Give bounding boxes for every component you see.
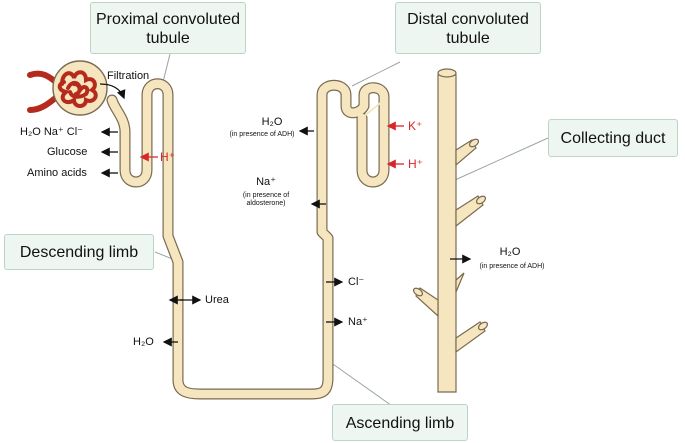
secretion-arrows: [139, 121, 404, 169]
transport-arrows: [100, 126, 472, 347]
label-amino-acids: Amino acids: [27, 167, 87, 179]
callout-distal-tubule: Distal convoluted tubule: [395, 2, 541, 54]
collecting-duct: [412, 68, 489, 393]
label-aldosterone-1: (in presence of: [242, 192, 290, 199]
label-k-plus: K⁺: [408, 119, 423, 133]
glomerulus: [27, 60, 108, 116]
callout-collecting-text: Collecting duct: [560, 130, 666, 147]
label-cl-ascending: Cl⁻: [348, 276, 365, 288]
label-h-plus-distal: H⁺: [408, 157, 423, 171]
callout-distal-line1: Distal convoluted: [407, 11, 529, 28]
label-adh-collecting: (in presence of ADH): [479, 263, 545, 270]
label-glucose: Glucose: [47, 146, 88, 158]
label-urea: Urea: [205, 294, 229, 306]
label-filtration: Filtration: [107, 70, 150, 82]
label-adh-distal: (in presence of ADH): [229, 131, 295, 138]
callout-proximal-line2: tubule: [146, 30, 190, 47]
callout-ascending-limb: Ascending limb: [332, 404, 468, 441]
nephron-tubule: [106, 78, 390, 400]
label-h2o-descending: H₂O: [133, 336, 154, 348]
label-na-ascending: Na⁺: [348, 316, 368, 328]
label-aldosterone-2: aldosterone): [246, 200, 286, 207]
callout-proximal-line1: Proximal convoluted: [95, 11, 241, 28]
callout-collecting-duct: Collecting duct: [548, 119, 678, 157]
callout-descending-limb: Descending limb: [4, 234, 154, 270]
label-h2o-na-cl: H₂O Na⁺ Cl⁻: [20, 126, 83, 138]
callout-proximal-tubule: Proximal convoluted tubule: [90, 2, 246, 54]
callout-distal-line2: tubule: [446, 30, 490, 47]
label-h2o-collecting: H₂O: [499, 246, 521, 258]
callout-ascending-text: Ascending limb: [345, 415, 455, 432]
filtration-arrow: [99, 83, 126, 100]
label-h-plus-proximal: H⁺: [160, 150, 175, 164]
callout-descending-text: Descending limb: [19, 244, 139, 261]
label-na-distal: Na⁺: [256, 176, 276, 188]
label-h2o-distal: H₂O: [261, 116, 283, 128]
